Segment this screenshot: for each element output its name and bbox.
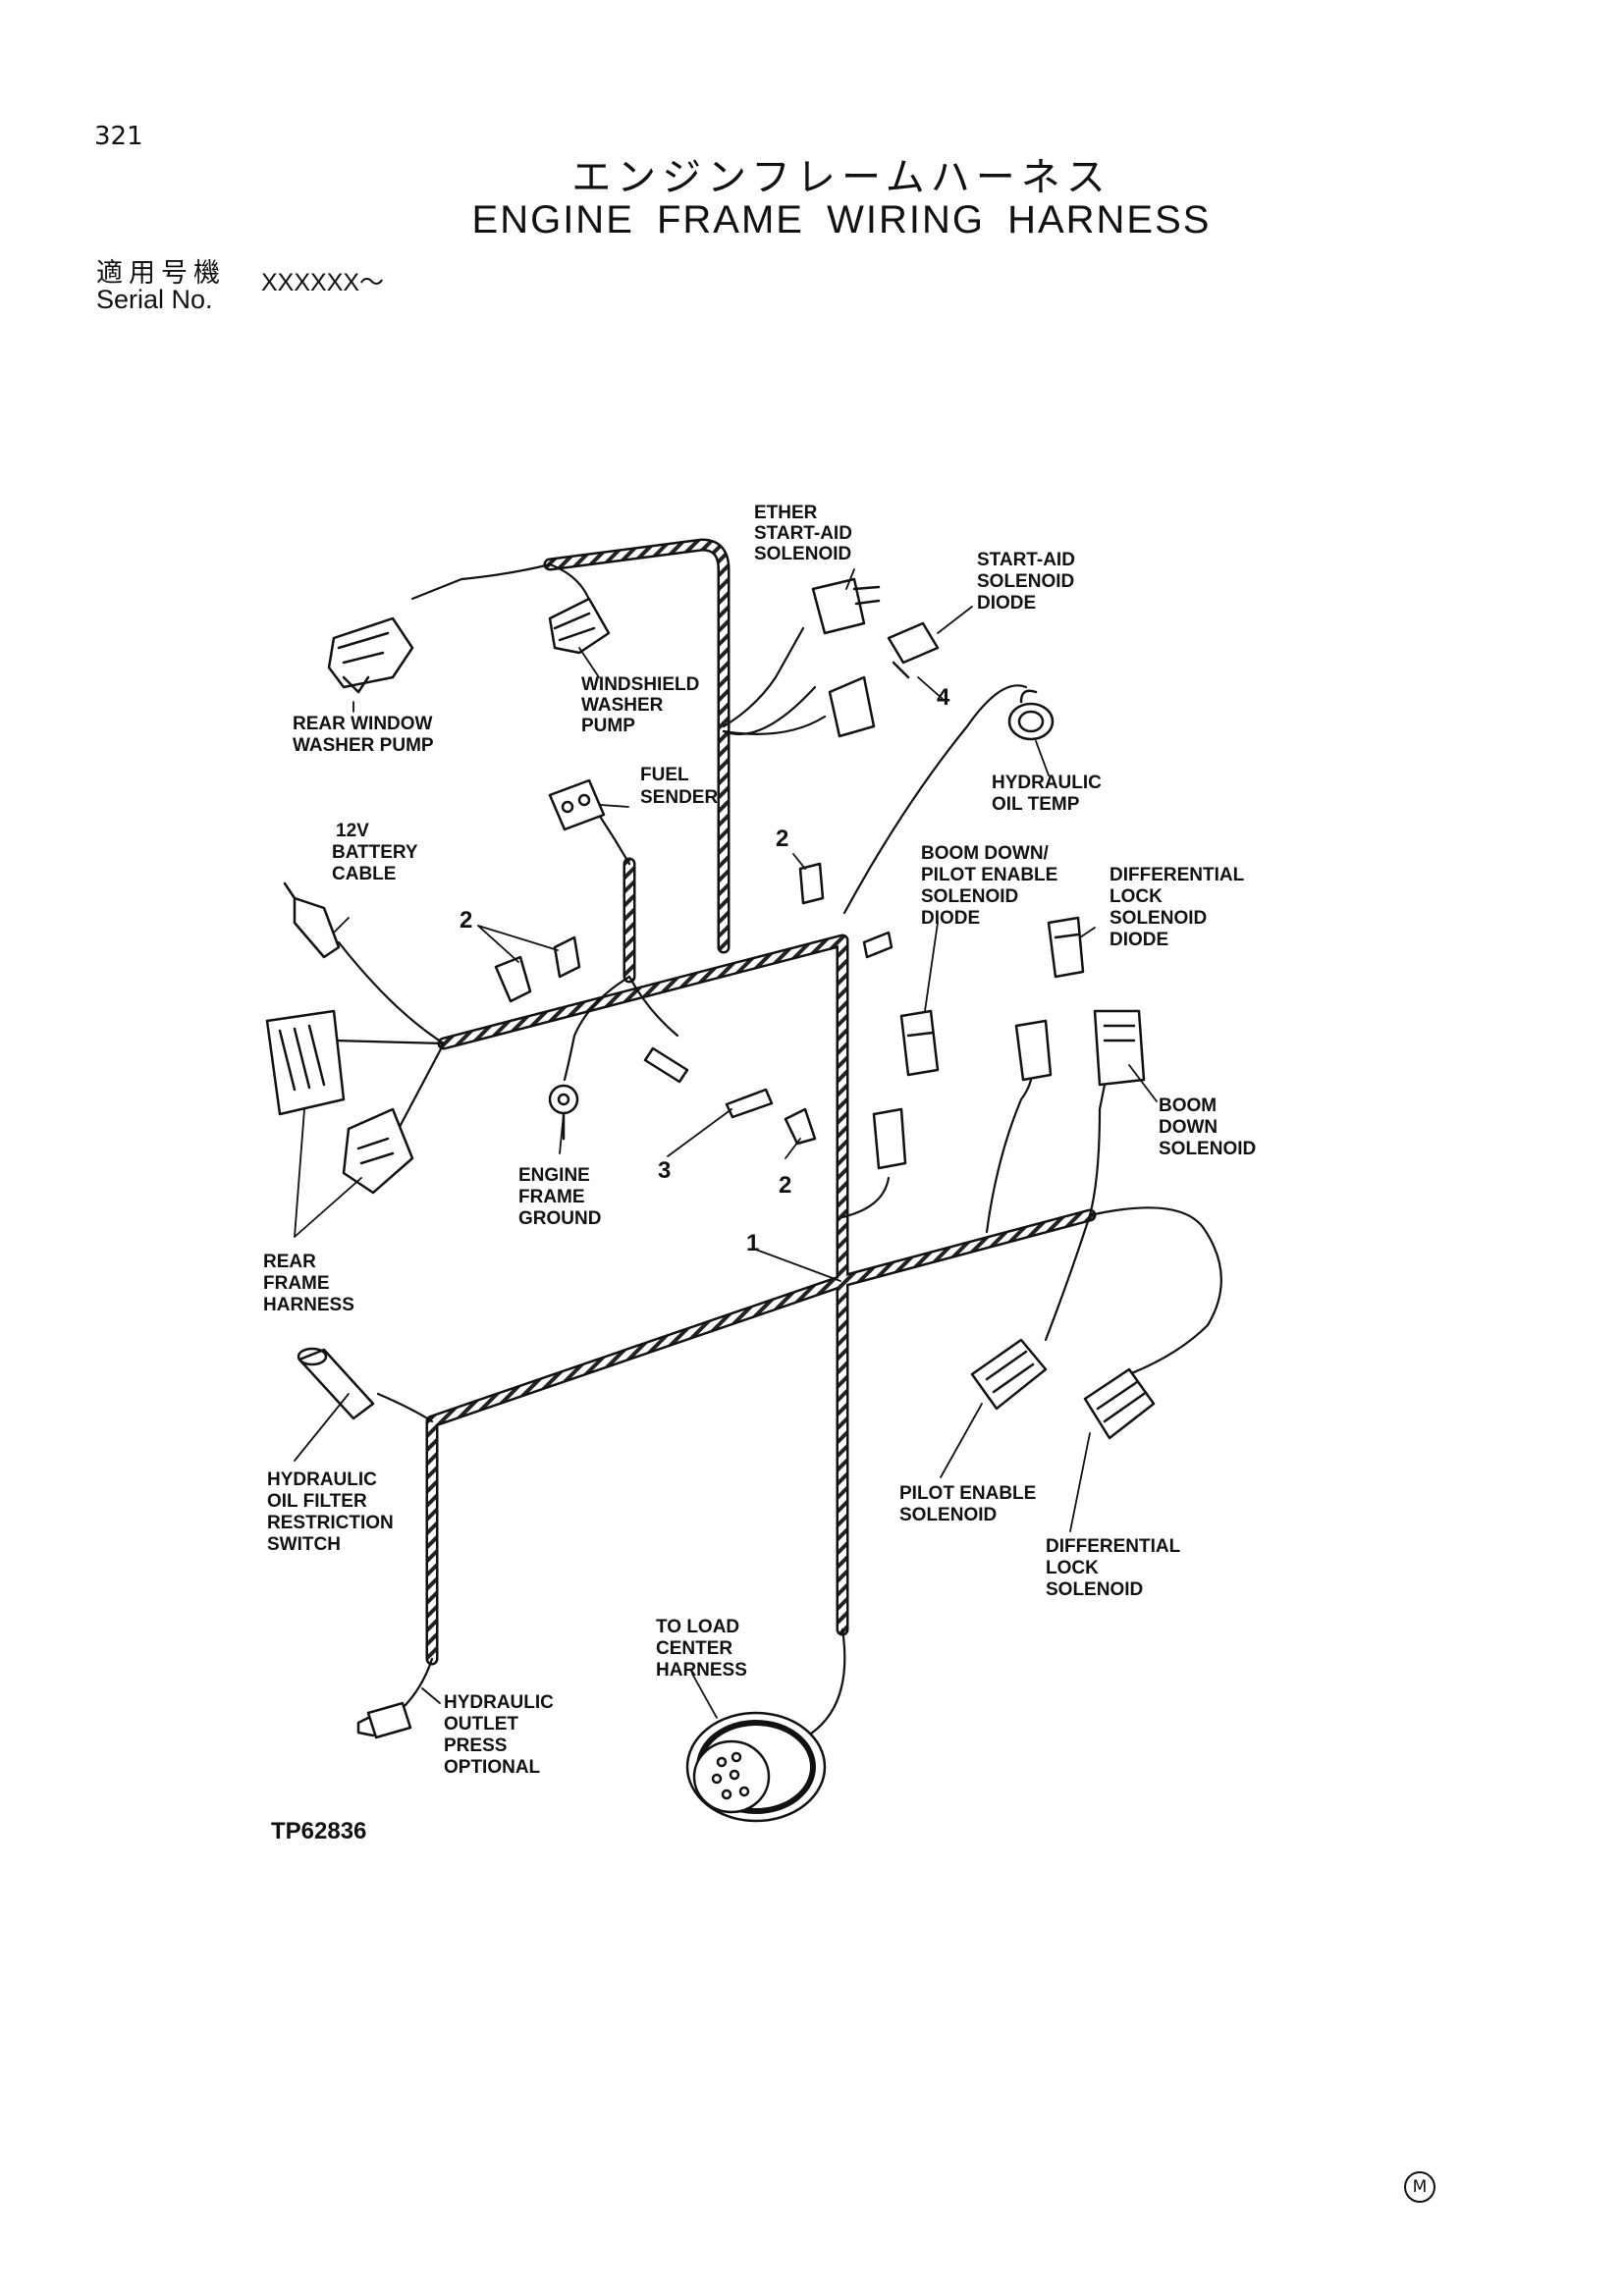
misc-diodes (872, 1019, 1053, 1170)
serial-label-japanese: 適用号機 (96, 258, 226, 289)
label-ether-solenoid: ETHER START-AID SOLENOID (754, 503, 857, 564)
label-windshield-washer-pump: WINDSHIELD WASHER PUMP (581, 674, 705, 736)
label-load-center-harness: TO LOAD CENTER HARNESS (656, 1617, 747, 1681)
hydraulic-outlet-sensor (356, 1701, 412, 1739)
page-number: 321 (94, 122, 143, 151)
label-boom-down-pilot-diode: BOOM DOWN/ PILOT ENABLE SOLENOID DIODE (921, 843, 1063, 929)
label-pilot-enable-solenoid: PILOT ENABLE SOLENOID (899, 1483, 1042, 1525)
label-hydraulic-oil-temp: HYDRAULIC OIL TEMP (992, 773, 1107, 815)
pilot-enable-solenoid-connector (970, 1338, 1048, 1411)
label-differential-lock-solenoid: DIFFERENTIAL LOCK SOLENOID (1046, 1536, 1185, 1600)
callout-diode: 4 (937, 684, 950, 711)
label-rear-window-washer-pump: REAR WINDOW WASHER PUMP (293, 714, 438, 756)
harness-wrap (428, 541, 1094, 1663)
callout-clip-left: 2 (460, 907, 472, 934)
rear-window-pump-connector (327, 616, 414, 694)
hydraulic-oil-temp-sensor (1007, 689, 1055, 741)
bolts (643, 931, 893, 1119)
label-hydraulic-oil-filter-switch: HYDRAULIC OIL FILTER RESTRICTION SWITCH (267, 1469, 399, 1555)
start-aid-diode (887, 621, 940, 679)
label-start-aid-diode: START-AID SOLENOID DIODE (977, 550, 1080, 614)
figure-code: TP62836 (271, 1818, 366, 1844)
battery-cable-terminal (283, 881, 341, 959)
label-battery-cable: 12V BATTERY CABLE (332, 821, 423, 884)
engine-frame-ground-terminal (548, 1084, 579, 1141)
label-fuel-sender: FUEL SENDER (640, 765, 718, 808)
m-mark-symbol: M (1404, 2171, 1435, 2203)
label-boom-down-solenoid: BOOM DOWN SOLENOID (1159, 1095, 1256, 1159)
hydraulic-oil-filter-switch (297, 1347, 375, 1420)
serial-value: XXXXXX～ (261, 269, 385, 296)
differential-lock-solenoid-connector (1083, 1367, 1156, 1440)
label-differential-lock-diode: DIFFERENTIAL LOCK SOLENOID DIODE (1110, 865, 1249, 950)
boom-down-pilot-diode (899, 1009, 940, 1077)
boom-down-solenoid-connector (1093, 1009, 1146, 1087)
label-rear-frame-harness: REAR FRAME HARNESS (263, 1252, 354, 1315)
differential-lock-diode (1047, 916, 1085, 979)
fuel-sender-connector (548, 778, 606, 831)
page-title-japanese: エンジンフレームハーネス (571, 155, 1111, 200)
ether-solenoid-connector (811, 577, 881, 738)
leader-lines (294, 568, 1158, 1719)
serial-label: Serial No. (96, 285, 213, 314)
windshield-pump-connector (548, 597, 611, 655)
page-title: ENGINE FRAME WIRING HARNESS (471, 198, 1212, 241)
ground-clips (494, 862, 825, 1146)
callout-clip-lower: 2 (779, 1172, 791, 1199)
callout-bolt: 3 (658, 1157, 671, 1184)
callout-clip-upper: 2 (776, 826, 788, 852)
load-center-connector (685, 1711, 827, 1823)
label-engine-frame-ground: ENGINE FRAME GROUND (518, 1165, 601, 1229)
rear-frame-harness-connectors (265, 1009, 414, 1195)
label-hydraulic-outlet-press: HYDRAULIC OUTLET PRESS OPTIONAL (444, 1692, 559, 1778)
callout-harness: 1 (746, 1230, 759, 1256)
